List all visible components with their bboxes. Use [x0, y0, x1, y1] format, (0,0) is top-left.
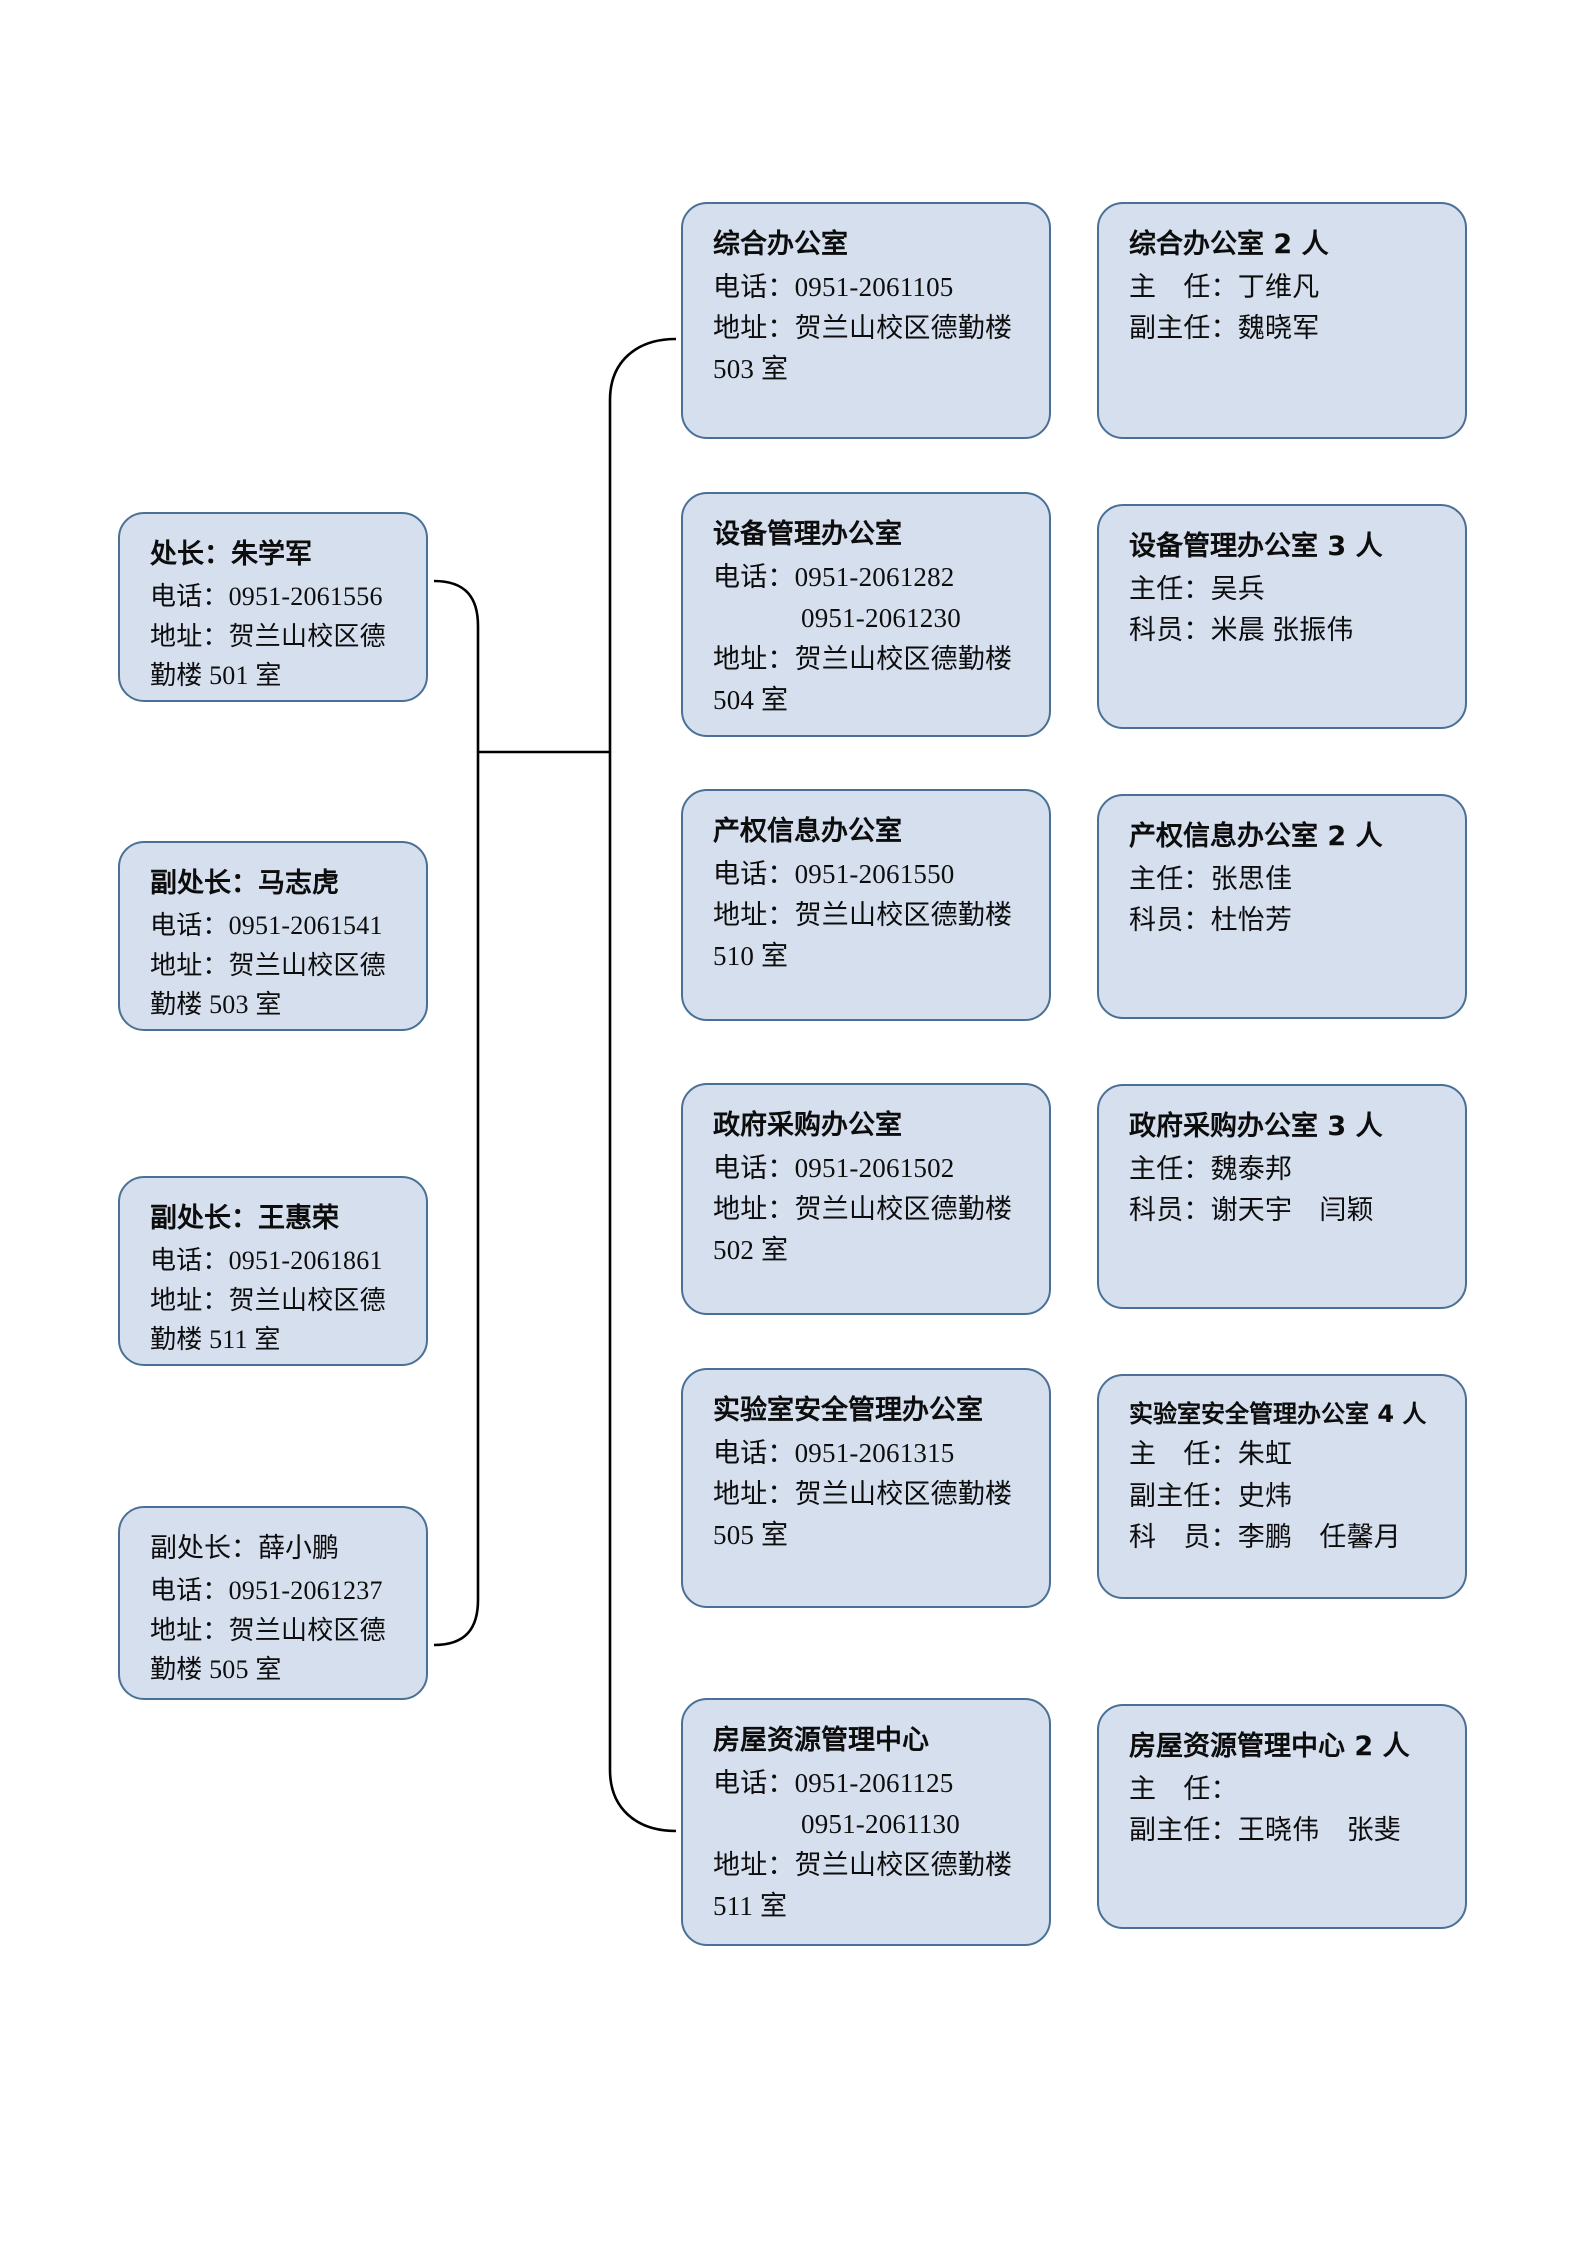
office-phone: 电话：0951-2061550 — [713, 859, 955, 890]
staff-role-row: 主 任：朱虹 — [1129, 1439, 1293, 1470]
staff-role-row: 科 员：李鹏 任馨月 — [1129, 1521, 1401, 1552]
staff-heading: 综合办公室 2 人 — [1129, 229, 1329, 260]
office-card-property-info-office[interactable]: 产权信息办公室 电话：0951-2061550 地址：贺兰山校区德勤楼 510 … — [681, 789, 1051, 1021]
office-address-line-2: 504 室 — [713, 685, 789, 716]
office-address-line-2: 503 室 — [713, 354, 789, 385]
leader-title: 处长：朱学军 — [150, 539, 312, 570]
office-card-lab-safety-office[interactable]: 实验室安全管理办公室 电话：0951-2061315 地址：贺兰山校区德勤楼 5… — [681, 1368, 1051, 1608]
leader-address-line-1: 地址：贺兰山校区德 — [150, 1285, 386, 1315]
office-name: 政府采购办公室 — [713, 1110, 902, 1141]
staff-heading: 产权信息办公室 2 人 — [1129, 821, 1383, 852]
office-phone-secondary: 0951-2061130 — [801, 1809, 960, 1840]
staff-card-housing-resource-center[interactable]: 房屋资源管理中心 2 人 主 任： 副主任：王晓伟 张斐 — [1097, 1704, 1467, 1929]
staff-role-row: 主 任： — [1129, 1774, 1238, 1805]
leader-card-director[interactable]: 处长：朱学军 电话：0951-2061556 地址：贺兰山校区德 勤楼 501 … — [118, 512, 428, 702]
office-address-line-1: 地址：贺兰山校区德勤楼 — [713, 1850, 1013, 1881]
office-address-line-2: 510 室 — [713, 941, 789, 972]
leader-card-deputy-ma-zhihu[interactable]: 副处长：马志虎 电话：0951-2061541 地址：贺兰山校区德 勤楼 503… — [118, 841, 428, 1031]
staff-role-row: 科员：谢天宇 闫颖 — [1129, 1195, 1374, 1226]
staff-role-row: 副主任：王晓伟 张斐 — [1129, 1815, 1401, 1846]
leader-spine-path — [433, 579, 480, 1647]
leader-card-deputy-wang-huirong[interactable]: 副处长：王惠荣 电话：0951-2061861 地址：贺兰山校区德 勤楼 511… — [118, 1176, 428, 1366]
staff-role-row: 科员：杜怡芳 — [1129, 905, 1293, 936]
staff-card-general-office[interactable]: 综合办公室 2 人 主 任：丁维凡 副主任：魏晓军 — [1097, 202, 1467, 439]
staff-role-row: 副主任：史炜 — [1129, 1480, 1293, 1511]
office-address-line-1: 地址：贺兰山校区德勤楼 — [713, 313, 1013, 344]
leader-title: 副处长：王惠荣 — [150, 1203, 339, 1234]
office-name: 产权信息办公室 — [713, 816, 902, 847]
staff-role-row: 科员：米晨 张振伟 — [1129, 615, 1354, 646]
staff-card-government-procurement-office[interactable]: 政府采购办公室 3 人 主任：魏泰邦 科员：谢天宇 闫颖 — [1097, 1084, 1467, 1309]
office-card-government-procurement-office[interactable]: 政府采购办公室 电话：0951-2061502 地址：贺兰山校区德勤楼 502 … — [681, 1083, 1051, 1315]
office-spine-path — [608, 337, 677, 1833]
staff-card-property-info-office[interactable]: 产权信息办公室 2 人 主任：张思佳 科员：杜怡芳 — [1097, 794, 1467, 1019]
office-address-line-1: 地址：贺兰山校区德勤楼 — [713, 900, 1013, 931]
staff-heading: 设备管理办公室 3 人 — [1129, 531, 1383, 562]
staff-role-row: 副主任：魏晓军 — [1129, 313, 1320, 344]
leader-address-line-2: 勤楼 511 室 — [150, 1325, 281, 1355]
office-phone: 电话：0951-2061125 — [713, 1768, 954, 1799]
office-address-line-1: 地址：贺兰山校区德勤楼 — [713, 644, 1013, 675]
office-card-housing-resource-center[interactable]: 房屋资源管理中心 电话：0951-2061125 0951-2061130 地址… — [681, 1698, 1051, 1946]
leader-address-line-2: 勤楼 501 室 — [150, 661, 282, 691]
staff-role-row: 主任：魏泰邦 — [1129, 1154, 1293, 1185]
office-phone: 电话：0951-2061315 — [713, 1438, 955, 1469]
office-name: 实验室安全管理办公室 — [713, 1395, 983, 1426]
office-phone-secondary: 0951-2061230 — [801, 603, 961, 634]
office-address-line-1: 地址：贺兰山校区德勤楼 — [713, 1194, 1013, 1225]
office-name: 房屋资源管理中心 — [713, 1725, 929, 1756]
leader-address-line-2: 勤楼 505 室 — [150, 1655, 282, 1685]
office-name: 设备管理办公室 — [713, 519, 902, 550]
office-name: 综合办公室 — [713, 229, 848, 260]
leader-card-deputy-xue-xiaopeng[interactable]: 副处长：薛小鹏 电话：0951-2061237 地址：贺兰山校区德 勤楼 505… — [118, 1506, 428, 1700]
leader-title: 副处长：薛小鹏 — [150, 1533, 339, 1563]
office-address-line-2: 511 室 — [713, 1891, 788, 1922]
staff-role-row: 主任：吴兵 — [1129, 574, 1265, 605]
office-address-line-2: 505 室 — [713, 1520, 789, 1551]
leader-address-line-1: 地址：贺兰山校区德 — [150, 950, 386, 980]
leader-address-line-1: 地址：贺兰山校区德 — [150, 1615, 386, 1645]
leader-title: 副处长：马志虎 — [150, 868, 339, 899]
leader-phone: 电话：0951-2061237 — [150, 1576, 383, 1606]
staff-card-equipment-office[interactable]: 设备管理办公室 3 人 主任：吴兵 科员：米晨 张振伟 — [1097, 504, 1467, 729]
office-phone: 电话：0951-2061502 — [713, 1153, 955, 1184]
leader-phone: 电话：0951-2061541 — [150, 911, 383, 941]
staff-heading: 实验室安全管理办公室 4 人 — [1129, 1400, 1427, 1428]
staff-heading: 政府采购办公室 3 人 — [1129, 1111, 1383, 1142]
office-address-line-1: 地址：贺兰山校区德勤楼 — [713, 1479, 1013, 1510]
staff-card-lab-safety-office[interactable]: 实验室安全管理办公室 4 人 主 任：朱虹 副主任：史炜 科 员：李鹏 任馨月 — [1097, 1374, 1467, 1599]
leader-address-line-1: 地址：贺兰山校区德 — [150, 621, 386, 651]
office-address-line-2: 502 室 — [713, 1235, 789, 1266]
leader-address-line-2: 勤楼 503 室 — [150, 990, 282, 1020]
staff-role-row: 主 任：丁维凡 — [1129, 272, 1320, 303]
office-card-equipment-office[interactable]: 设备管理办公室 电话：0951-2061282 0951-2061230 地址：… — [681, 492, 1051, 737]
staff-heading: 房屋资源管理中心 2 人 — [1129, 1731, 1410, 1762]
office-phone: 电话：0951-2061105 — [713, 272, 954, 303]
office-phone: 电话：0951-2061282 — [713, 562, 955, 593]
leader-phone: 电话：0951-2061861 — [150, 1246, 383, 1276]
staff-role-row: 主任：张思佳 — [1129, 864, 1293, 895]
leader-phone: 电话：0951-2061556 — [150, 582, 383, 612]
office-card-general-office[interactable]: 综合办公室 电话：0951-2061105 地址：贺兰山校区德勤楼 503 室 — [681, 202, 1051, 439]
